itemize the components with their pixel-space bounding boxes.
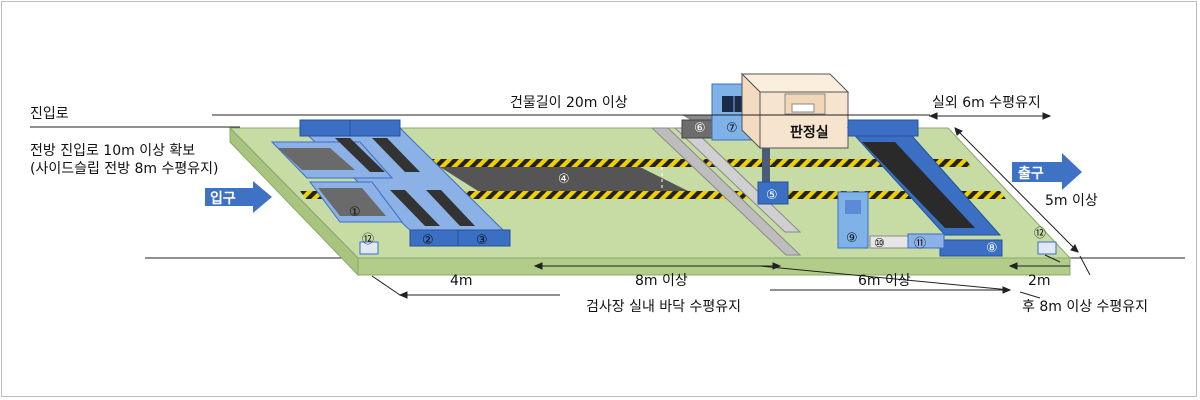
exit-label: 출구 xyxy=(1018,166,1044,182)
dimension-6m: 6m 이상 xyxy=(858,273,911,289)
marker-9: ⑨ xyxy=(846,231,858,246)
building-length-label: 건물길이 20m 이상 xyxy=(510,95,628,111)
blue-block-4 xyxy=(457,229,511,247)
entry-road-label: 진입로 xyxy=(30,106,69,122)
equipment-12-right xyxy=(1037,241,1057,255)
entrance-arrow-icon xyxy=(205,181,272,213)
side-slip-inner-front xyxy=(318,188,386,216)
marker-5: ⑤ xyxy=(766,188,778,203)
side-slip-inner-back xyxy=(278,148,355,170)
entry-secure-line2: (사이드슬립 전방 8m 수평유지) xyxy=(30,161,219,177)
blue-block-2 xyxy=(349,119,401,137)
rail-left xyxy=(650,127,802,256)
marker-6: ⑥ xyxy=(694,121,706,136)
judging-room-label: 판정실 xyxy=(790,125,829,141)
outdoor-level-label: 실외 6m 수평유지 xyxy=(932,95,1041,111)
marker-10: ⑩ xyxy=(874,236,885,250)
dimension-4m: 4m xyxy=(450,273,473,289)
equipment-12-left xyxy=(359,241,379,255)
blue-block-3 xyxy=(409,229,461,247)
exit-conveyor-belt xyxy=(862,142,975,228)
column-5-pole xyxy=(762,148,770,184)
floor-side-edge xyxy=(229,126,359,277)
dimension-lines xyxy=(213,112,1091,299)
roller-slot-3 xyxy=(390,190,440,226)
entrance-label: 입구 xyxy=(210,191,236,207)
exit-arrow-icon xyxy=(1012,153,1082,190)
dimension-8m: 8m 이상 xyxy=(635,273,688,289)
booth-side xyxy=(741,72,761,150)
blue-block-1 xyxy=(299,119,353,137)
marker-8: ⑧ xyxy=(986,241,998,256)
marker-11: ⑪ xyxy=(914,236,927,250)
hazard-stripe-back xyxy=(365,159,972,167)
equipment-11 xyxy=(907,233,945,249)
dimension-2m: 2m xyxy=(1028,273,1051,289)
marker-4: ④ xyxy=(558,172,570,187)
marker-7: ⑦ xyxy=(726,121,738,136)
roller-slot-2 xyxy=(372,138,420,172)
roller-slot-1 xyxy=(335,138,385,172)
marker-3: ③ xyxy=(476,233,488,248)
rear-level-label: 후 8m 이상 수평유지 xyxy=(1022,299,1149,315)
marker-12-left: ⑫ xyxy=(362,232,375,246)
roller-slot-4 xyxy=(426,190,475,226)
indoor-floor-label: 검사장 실내 바닥 수평유지 xyxy=(586,299,742,315)
entry-secure-line1: 전방 진입로 10m 이상 확보 xyxy=(30,143,196,159)
hazard-stripe-front xyxy=(300,191,1006,199)
dimension-5m: 5m 이상 xyxy=(1045,193,1098,209)
exit-conveyor-head xyxy=(847,119,919,137)
marker-2: ② xyxy=(422,233,434,248)
marker-1: ① xyxy=(349,205,361,220)
test-lane-4 xyxy=(440,167,688,191)
column-5-box xyxy=(757,181,789,205)
marker-12-right: ⑫ xyxy=(1034,226,1047,240)
